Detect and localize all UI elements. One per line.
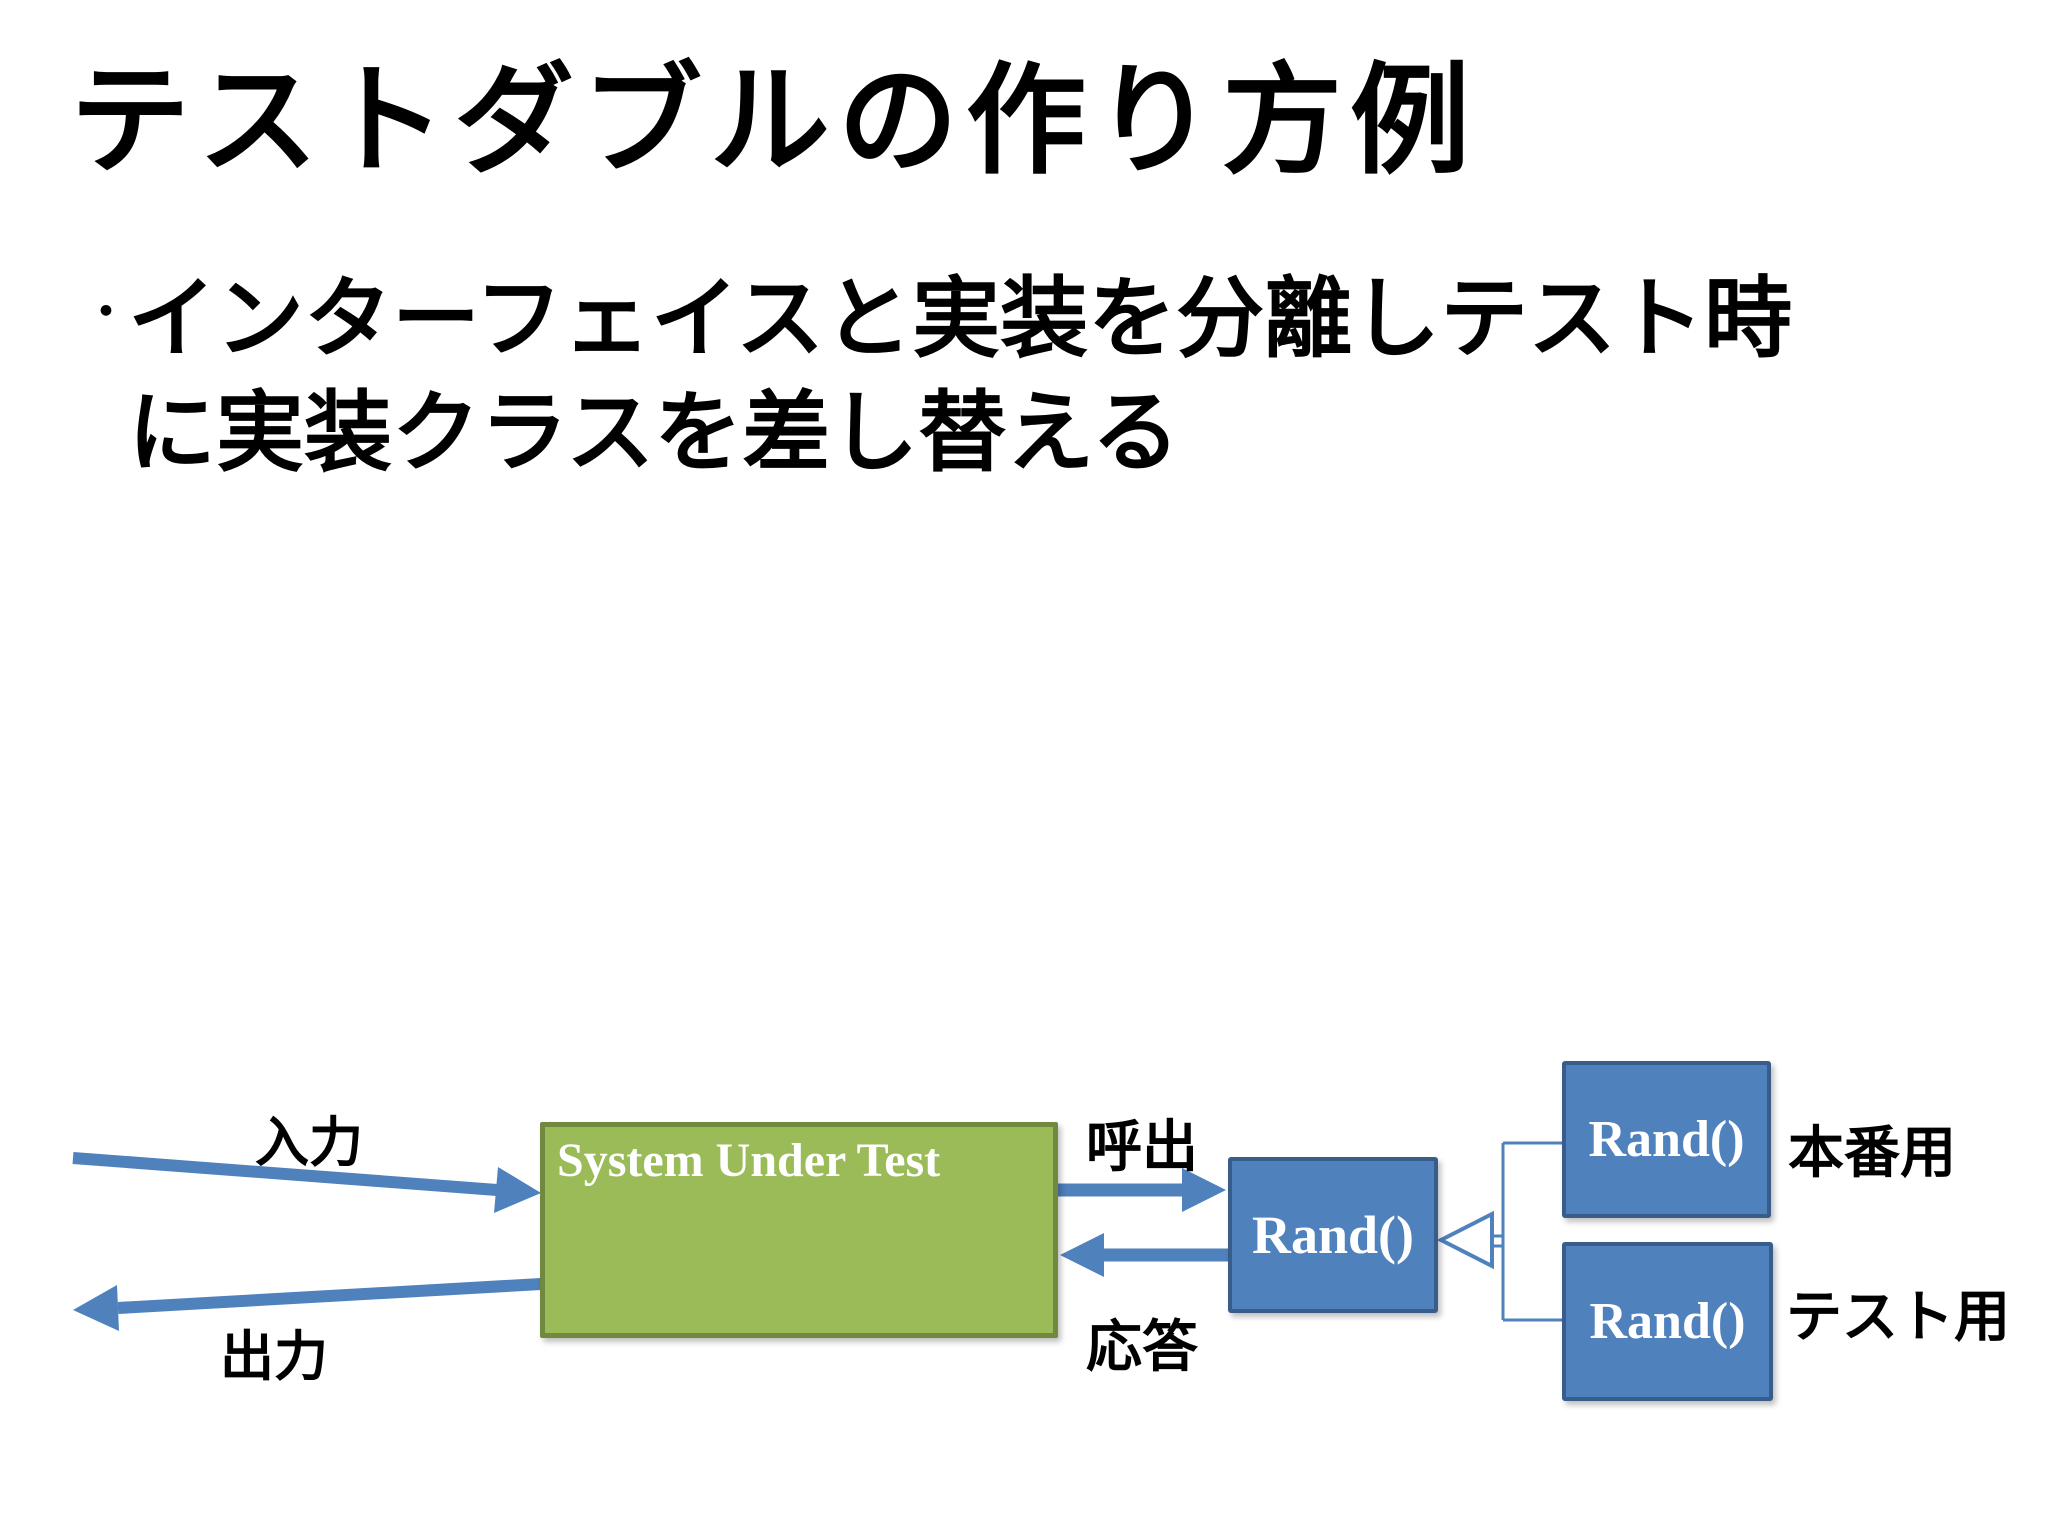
call-arrow-label: 呼出 [1086, 1117, 1198, 1179]
input-arrow [72, 1152, 541, 1213]
rand-production-box: Rand() [1562, 1061, 1771, 1218]
system-under-test-label: System Under Test [557, 1134, 941, 1187]
rand-interface-box: Rand() [1228, 1157, 1438, 1313]
output-arrow-label: 出力 [220, 1327, 328, 1387]
realization-triangle [1436, 1210, 1494, 1270]
bullet-list: ・インターフェイスと実装を分離しテスト時 に実装クラスを差し替える [84, 256, 1792, 492]
output-arrow [73, 1278, 542, 1331]
input-arrow-label: 入力 [255, 1113, 363, 1173]
rand-test-label: Rand() [1589, 1293, 1746, 1350]
bullet-text-2: に実装クラスを差し替える [128, 386, 1180, 483]
production-annotation: 本番用 [1788, 1123, 1956, 1185]
response-arrow [1060, 1233, 1228, 1277]
page-title: テストダブルの作り方例 [70, 55, 1478, 188]
realization-connector [1436, 1141, 1564, 1322]
call-arrow [1058, 1168, 1226, 1212]
bullet-text-1: インターフェイスと実装を分離しテスト時 [128, 272, 1793, 369]
rand-production-label: Rand() [1588, 1111, 1745, 1168]
bullet-line-1: ・インターフェイスと実装を分離しテスト時 [84, 256, 1792, 378]
bullet-marker: ・ [84, 288, 128, 337]
rand-interface-label: Rand() [1251, 1205, 1415, 1265]
response-arrow-label: 応答 [1086, 1317, 1198, 1379]
rand-test-box: Rand() [1562, 1242, 1773, 1401]
test-annotation: テスト用 [1786, 1287, 2010, 1349]
system-under-test-box: System Under Test [540, 1122, 1058, 1338]
